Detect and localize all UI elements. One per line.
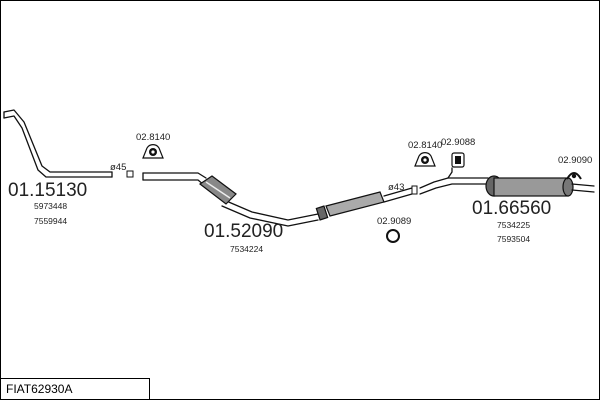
clamp-icon[interactable] [126,170,134,178]
clamp-diameter-label: ø43 [388,182,404,193]
accessory-number: 02.9090 [558,155,592,166]
part-ref: 7559944 [34,216,67,226]
rear-silencer[interactable] [485,175,595,197]
intermediate-silencer[interactable] [315,187,413,221]
part-ref: 7534225 [497,220,530,230]
accessory-number: 02.8140 [136,132,170,143]
exhaust-ring-icon[interactable] [386,229,400,243]
clamp-diameter-label: ø45 [110,162,126,173]
front-pipe[interactable] [3,109,113,178]
reference-code-box: FIAT62930A [0,378,150,399]
clamp-icon[interactable] [411,185,418,195]
exhaust-mount-icon[interactable] [142,144,164,159]
part-ref: 7534224 [230,244,263,254]
part-ref: 5973448 [34,201,67,211]
rubber-hanger-icon[interactable] [566,172,582,180]
exhaust-mount-icon[interactable] [414,152,436,167]
reference-code: FIAT62930A [6,382,73,396]
rubber-hanger-icon[interactable] [451,152,465,168]
part-number: 01.66560 [472,198,551,219]
accessory-number: 02.9089 [377,216,411,227]
rear-pipe[interactable] [419,167,489,195]
accessory-number: 02.8140 [408,140,442,151]
part-ref: 7593504 [497,234,530,244]
accessory-number: 02.9088 [441,137,475,148]
part-number: 01.15130 [8,180,87,201]
part-number: 01.52090 [204,221,283,242]
middle-silencer[interactable] [198,175,237,205]
